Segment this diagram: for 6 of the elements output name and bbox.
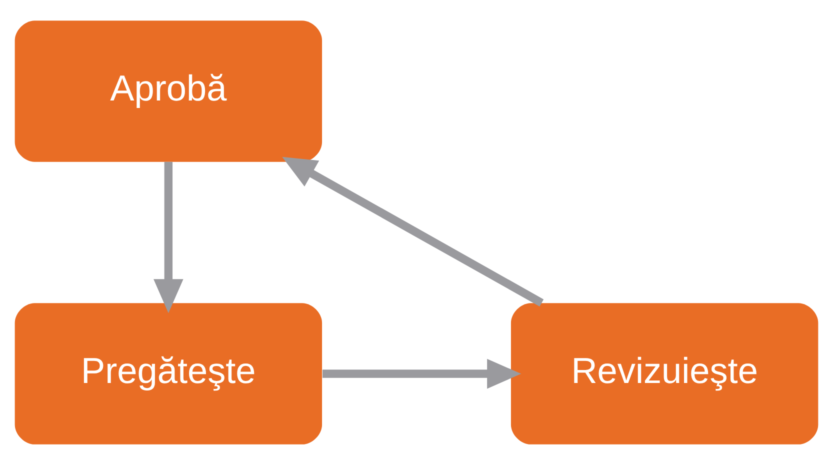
arrow — [154, 161, 184, 313]
node-box: Revizuieşte — [510, 302, 818, 444]
arrow — [322, 358, 522, 388]
arrow — [282, 156, 544, 306]
node-box: Aprobă — [14, 20, 322, 162]
node-box: Pregăteşte — [14, 302, 322, 444]
